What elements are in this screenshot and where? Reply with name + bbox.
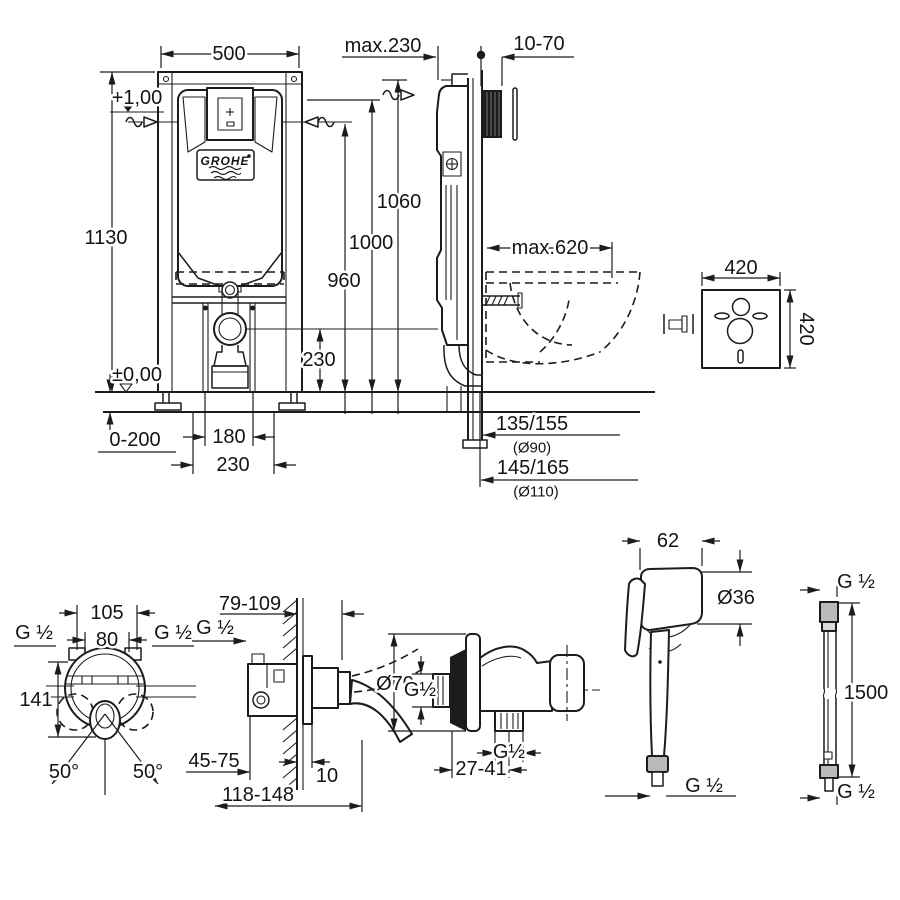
dim-head-dia: Ø36 — [717, 587, 755, 609]
brand-logo: GROHE — [200, 154, 249, 168]
dim-mixer-height: 141 — [19, 689, 52, 711]
thread-out-label: G½ — [493, 741, 526, 763]
thread-hose-bottom-label: G ½ — [837, 781, 875, 803]
shower-hose: G ½ 1500 G ½ — [800, 569, 891, 806]
dim-height-c: 960 — [327, 270, 360, 292]
mixer-side-view: 79-109 G ½ 45-75 10 118-148 — [186, 591, 425, 812]
thread-left-label: G ½ — [15, 622, 53, 644]
thread-side-label: G ½ — [196, 617, 234, 639]
dim-mixer-width-a: 105 — [90, 602, 123, 624]
installation-side-view: max.230 10-70 1060 1000 960 max.620 135/… — [325, 31, 641, 503]
dim-depth-max: max.230 — [345, 35, 422, 57]
hand-shower: 62 Ø36 G ½ — [605, 528, 757, 800]
dim-height-b: 1000 — [349, 232, 394, 254]
dim-plate-height: 420 — [795, 312, 817, 345]
thread-hose-top-label: G ½ — [837, 571, 875, 593]
dim-plate-width: 420 — [724, 257, 757, 279]
dim-drain-dia-b: (Ø110) — [513, 484, 559, 501]
dim-mixer-depth-range: 79-109 — [219, 593, 281, 615]
dim-mixer-width-b: 80 — [96, 629, 118, 651]
dim-hose-length: 1500 — [844, 682, 889, 704]
dim-drain-offset-b: 145/165 — [497, 457, 569, 479]
level-zero-label: ±0,00 — [112, 364, 162, 386]
level-top-label: +1,00 — [112, 87, 163, 109]
swing-left-label: 50° — [49, 761, 79, 783]
dim-drain-offset-a: 135/155 — [496, 413, 568, 435]
dim-bowl-depth-max: max.620 — [512, 237, 589, 259]
dim-outlet-height: 230 — [302, 349, 335, 371]
dim-plaster: 10 — [316, 765, 338, 787]
installation-front-view: 500 1130 +1,00 ±0,00 0-200 180 230 230 G… — [82, 41, 655, 479]
mixer-front-view: 105 80 G ½ G ½ 141 50° 50° — [13, 600, 196, 795]
swing-right-label: 50° — [133, 761, 163, 783]
dim-height-a: 1060 — [377, 191, 422, 213]
thread-in-label: G½ — [404, 679, 437, 701]
dim-feet-range: 0-200 — [109, 429, 160, 451]
dim-wall-finish: 10-70 — [513, 33, 564, 55]
dim-frame-width: 500 — [212, 43, 245, 65]
dim-head-width: 62 — [657, 530, 679, 552]
dim-offset-range: 27-41 — [455, 758, 506, 780]
dim-drain-dia-a: (Ø90) — [513, 440, 551, 457]
dim-total-range: 118-148 — [222, 784, 294, 806]
dim-stud-spacing-b: 230 — [216, 454, 249, 476]
thread-shower-label: G ½ — [685, 775, 723, 797]
sound-insulation-plate: 420 420 — [663, 255, 820, 369]
dim-frame-height: 1130 — [84, 227, 127, 249]
dim-recess-range: 45-75 — [188, 750, 239, 772]
wall-union-holder: Ø70 G½ G½ 27-41 — [374, 633, 600, 783]
thread-right-label: G ½ — [154, 622, 192, 644]
dim-stud-spacing-a: 180 — [212, 426, 245, 448]
dim-flange-dia: Ø70 — [376, 673, 414, 695]
